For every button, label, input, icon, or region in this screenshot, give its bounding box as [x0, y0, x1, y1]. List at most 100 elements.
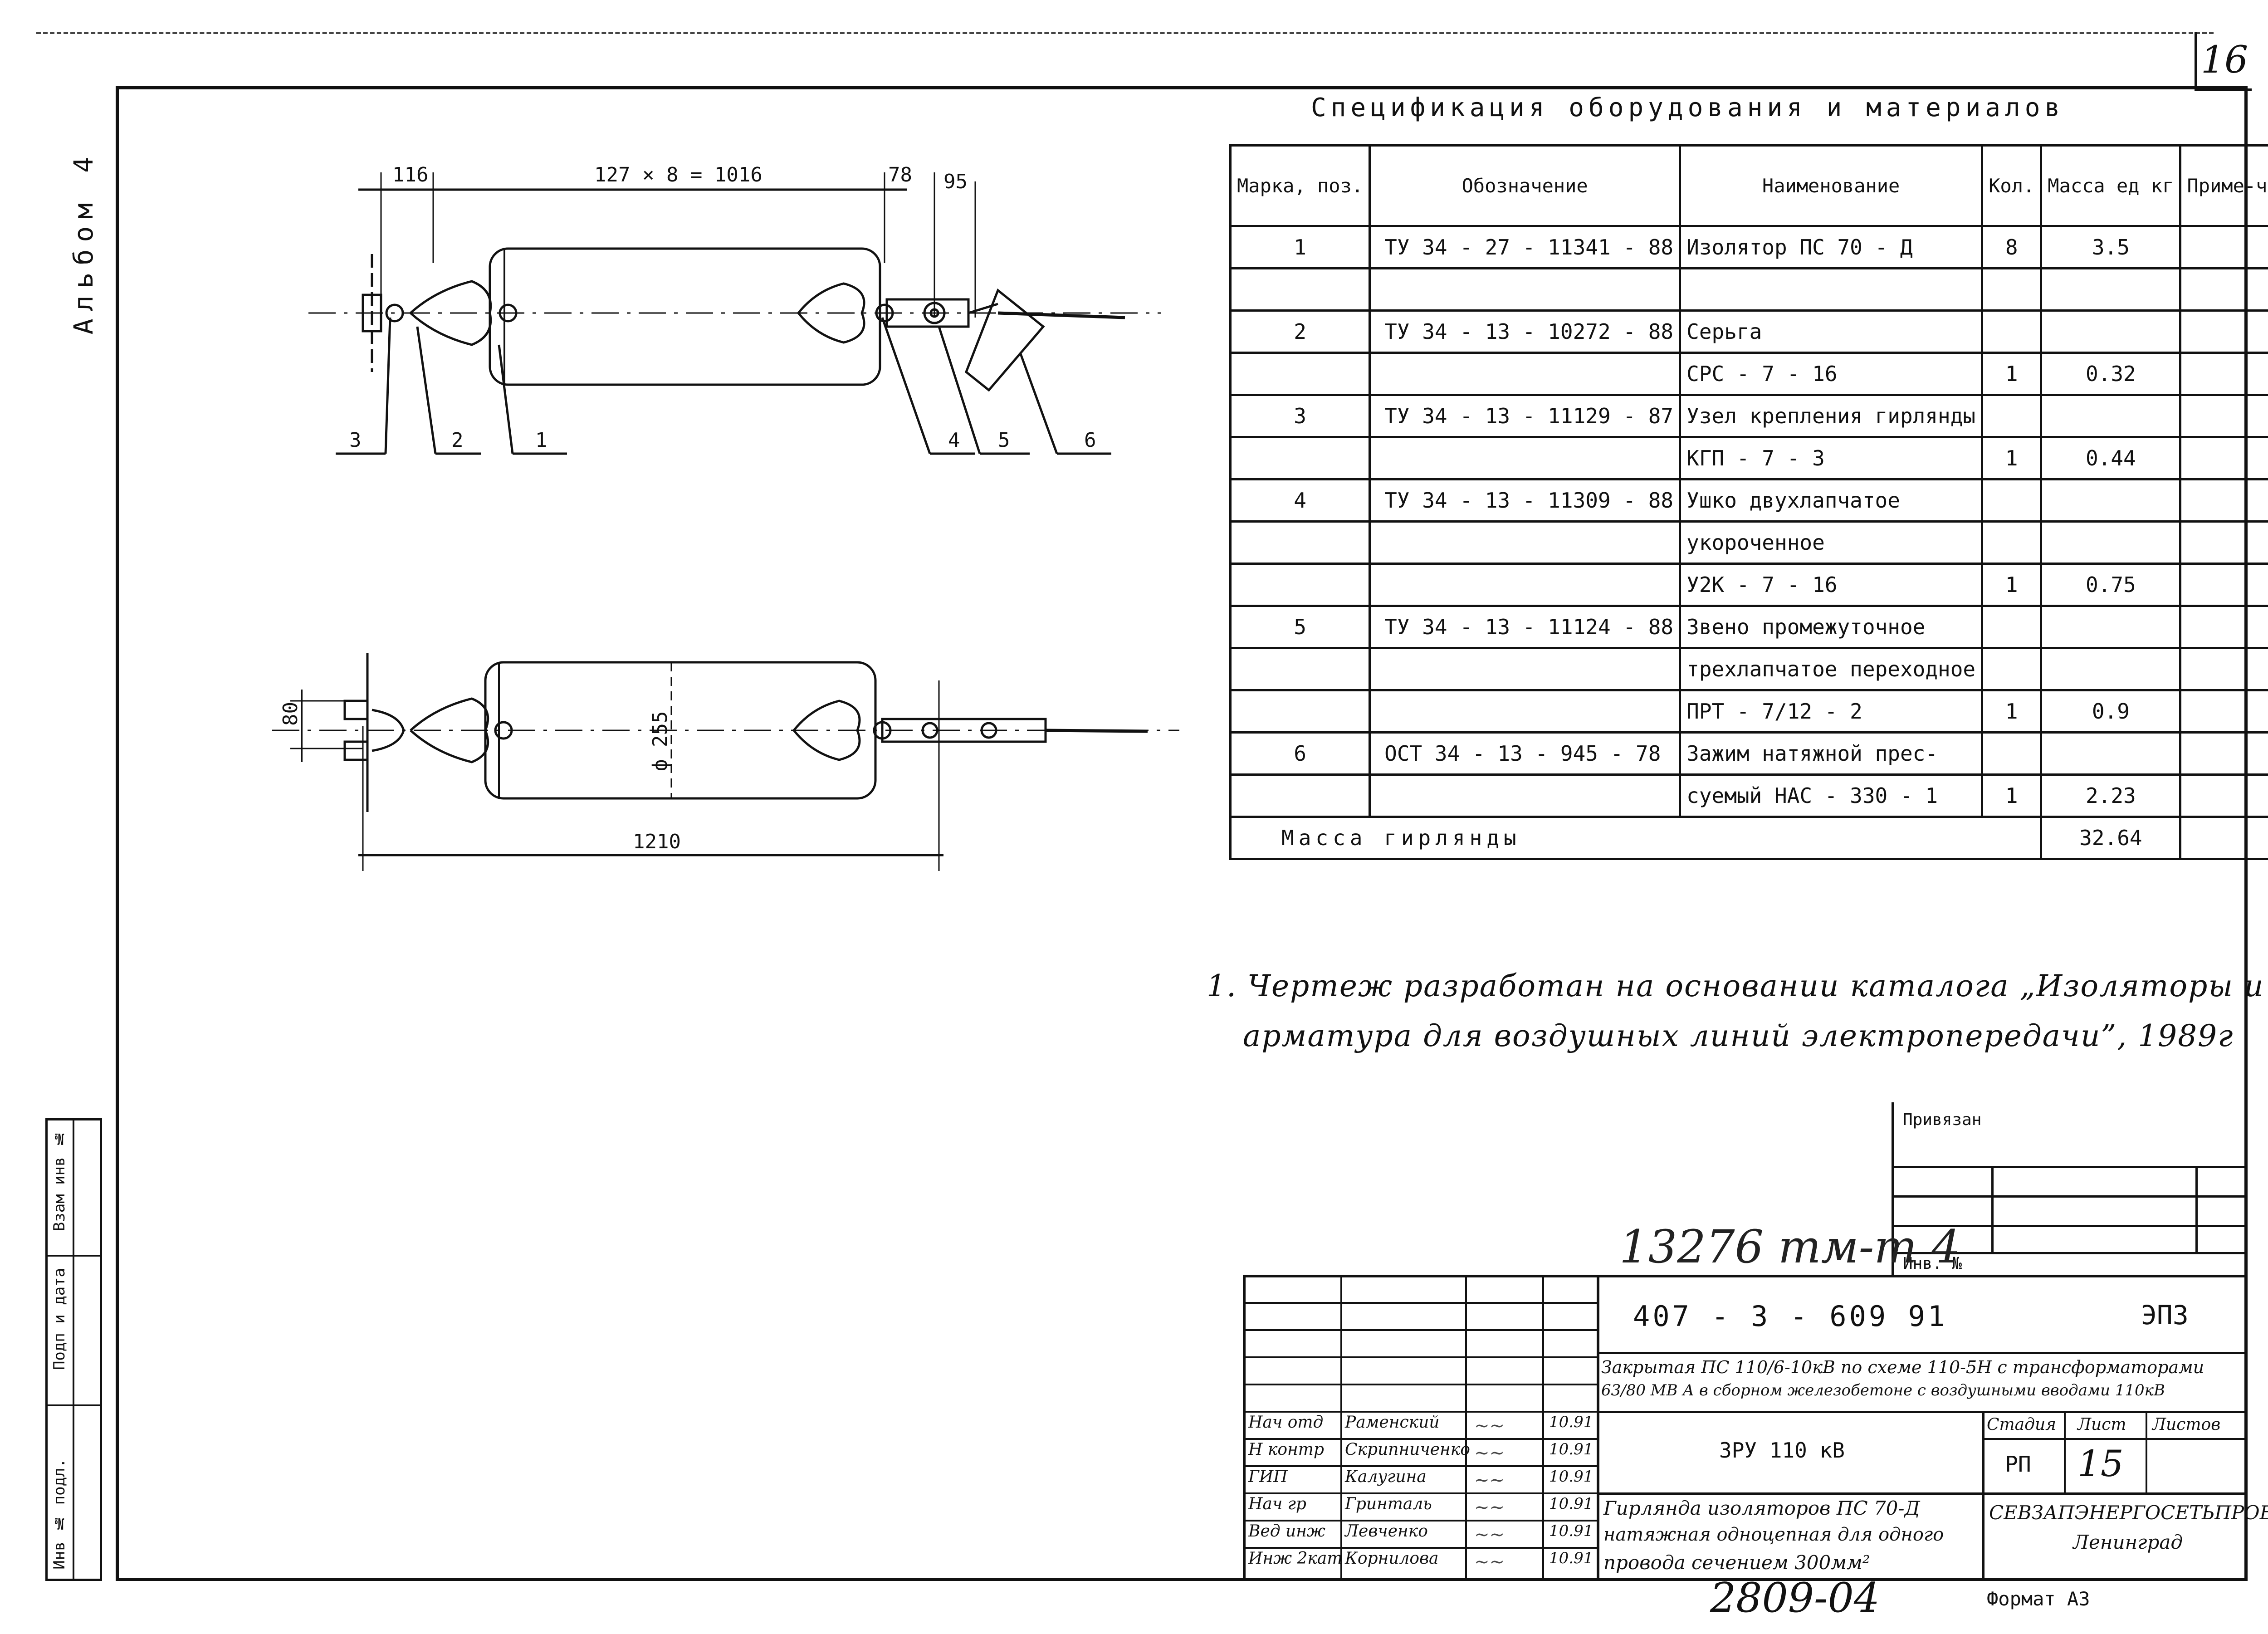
inv-no-label: Инв. №	[1903, 1254, 1962, 1273]
spec-cell-mark: 5	[1229, 605, 1371, 649]
spec-cell-qty	[1981, 394, 2043, 438]
spec-cell-note	[2179, 520, 2268, 565]
sheet-value: 15	[2077, 1443, 2124, 1485]
note-line-1: 1. Чертеж разработан на основании катало…	[1207, 969, 2264, 1003]
dim-label: 80	[279, 702, 302, 726]
spec-cell-designation	[1369, 352, 1681, 396]
spec-cell-designation	[1369, 520, 1681, 565]
signature-date: 10.91	[1549, 1549, 1593, 1567]
spec-cell-note	[2179, 394, 2268, 438]
spec-cell-designation: ОСТ 34 - 13 - 945 - 78	[1369, 731, 1681, 776]
signature-name: Калугина	[1345, 1468, 1427, 1486]
doc-suffix: ЭП3	[2141, 1300, 2189, 1331]
spec-cell-qty: 1	[1981, 352, 2043, 396]
spec-cell-note	[2179, 478, 2268, 523]
spec-cell-qty: 1	[1981, 689, 2043, 734]
spec-cell-name: укороченное	[1679, 520, 1984, 565]
signature-scribble: ~~	[1474, 1524, 1505, 1545]
cap-right	[797, 282, 865, 344]
spec-cell-qty	[1981, 267, 2043, 312]
signature-role: Инж 2кат	[1248, 1549, 1343, 1568]
spec-cell-designation: ТУ 34 - 13 - 11124 - 88	[1369, 605, 1681, 649]
spec-cell-designation	[1369, 563, 1681, 607]
margin-stamp-divider	[73, 1120, 74, 1579]
signature-name: Левченко	[1345, 1522, 1428, 1541]
spec-cell-name: Серьга	[1679, 309, 1984, 354]
spec-cell-designation: ТУ 34 - 27 - 11341 - 88	[1369, 225, 1681, 269]
spec-cell-name: Ушко двухлапчатое	[1679, 478, 1984, 523]
spec-cell-note	[2179, 689, 2268, 734]
signature-date: 10.91	[1549, 1495, 1593, 1513]
spec-cell-note	[2179, 731, 2268, 776]
callout-number: 1	[535, 429, 547, 452]
signature-date: 10.91	[1549, 1440, 1593, 1458]
bottom-code: 2809-04	[1710, 1574, 1880, 1622]
part-name: ЗРУ 110 кВ	[1719, 1438, 1845, 1463]
spec-cell-qty	[1981, 731, 2043, 776]
spec-cell-qty	[1981, 478, 2043, 523]
spec-row: укороченное	[1229, 520, 2268, 565]
note-line-2: арматура для воздушных линий электропере…	[1243, 1018, 2234, 1053]
dim-label: 1210	[633, 830, 681, 853]
signature-name: Корнилова	[1345, 1549, 1439, 1568]
drawing-title-3: провода сечением 300мм²	[1603, 1551, 1870, 1574]
spec-table: Марка, поз. Обозначение Наименование Кол…	[1229, 144, 2268, 860]
spec-cell-name: Узел крепления гирлянды	[1679, 394, 1984, 438]
spec-cell-name: У2К - 7 - 16	[1679, 563, 1984, 607]
sheet-label: Лист	[2077, 1415, 2126, 1434]
spec-cell-name: Зажим натяжной прес-	[1679, 731, 1984, 776]
spec-cell-designation	[1369, 436, 1681, 480]
spec-cell-note	[2179, 436, 2268, 480]
org-city: Ленинград	[2073, 1531, 2183, 1553]
spec-cell-name: трехлапчатое переходное	[1679, 647, 1984, 691]
spec-cell-name: СРС - 7 - 16	[1679, 352, 1984, 396]
insulator-string-drawing: 116 127 × 8 = 1016 78 95 3 2 1 4 5 6 80 …	[272, 163, 1179, 871]
clamp-top	[965, 288, 1045, 392]
signature-name: Раменский	[1345, 1413, 1440, 1432]
stage-value: РП	[2005, 1452, 2031, 1477]
callout-number: 3	[349, 429, 362, 452]
spec-cell-name: Изолятор ПС 70 - Д	[1679, 225, 1984, 269]
signature-scribble: ~~	[1474, 1443, 1505, 1463]
spec-cell-name: суемый НАС - 330 - 1	[1679, 773, 1984, 818]
spec-cell-note	[2179, 267, 2268, 312]
spec-cell-mark	[1229, 436, 1371, 480]
spec-cell-qty	[1981, 647, 2043, 691]
dim-label: 78	[888, 163, 912, 186]
project-line-1: Закрытая ПС 110/6-10кВ по схеме 110-5Н с…	[1601, 1357, 2204, 1377]
signature-scribble: ~~	[1474, 1551, 1505, 1572]
signature-name: Гринталь	[1345, 1495, 1432, 1513]
total-note	[2179, 816, 2268, 860]
signature-role: Нач гр	[1248, 1495, 1306, 1513]
spec-cell-name: ПРТ - 7/12 - 2	[1679, 689, 1984, 734]
callout-number: 4	[948, 429, 960, 452]
spec-cell-mark	[1229, 773, 1371, 818]
spec-cell-note	[2179, 563, 2268, 607]
spec-cell-mass: 0.75	[2040, 563, 2182, 607]
spec-cell-mass	[2040, 478, 2182, 523]
spec-row: трехлапчатое переходное	[1229, 647, 2268, 691]
sheet-number-text: 16	[2200, 39, 2248, 82]
col-note: Приме-чание	[2179, 144, 2268, 227]
cap-left	[410, 280, 492, 346]
spec-cell-designation: ТУ 34 - 13 - 10272 - 88	[1369, 309, 1681, 354]
dim-label: ф 255	[649, 711, 672, 771]
spec-header-row: Марка, поз. Обозначение Наименование Кол…	[1229, 144, 2268, 227]
spec-cell-name: КГП - 7 - 3	[1679, 436, 1984, 480]
col-designation: Обозначение	[1369, 144, 1681, 227]
spec-cell-mass	[2040, 520, 2182, 565]
insulator-body-top	[489, 247, 881, 386]
spec-cell-mark	[1229, 689, 1371, 734]
spec-cell-qty: 1	[1981, 436, 2043, 480]
dim-label: 127 × 8 = 1016	[594, 163, 763, 186]
dim-label: 116	[392, 163, 428, 186]
margin-stamp-cell	[48, 1120, 100, 1257]
